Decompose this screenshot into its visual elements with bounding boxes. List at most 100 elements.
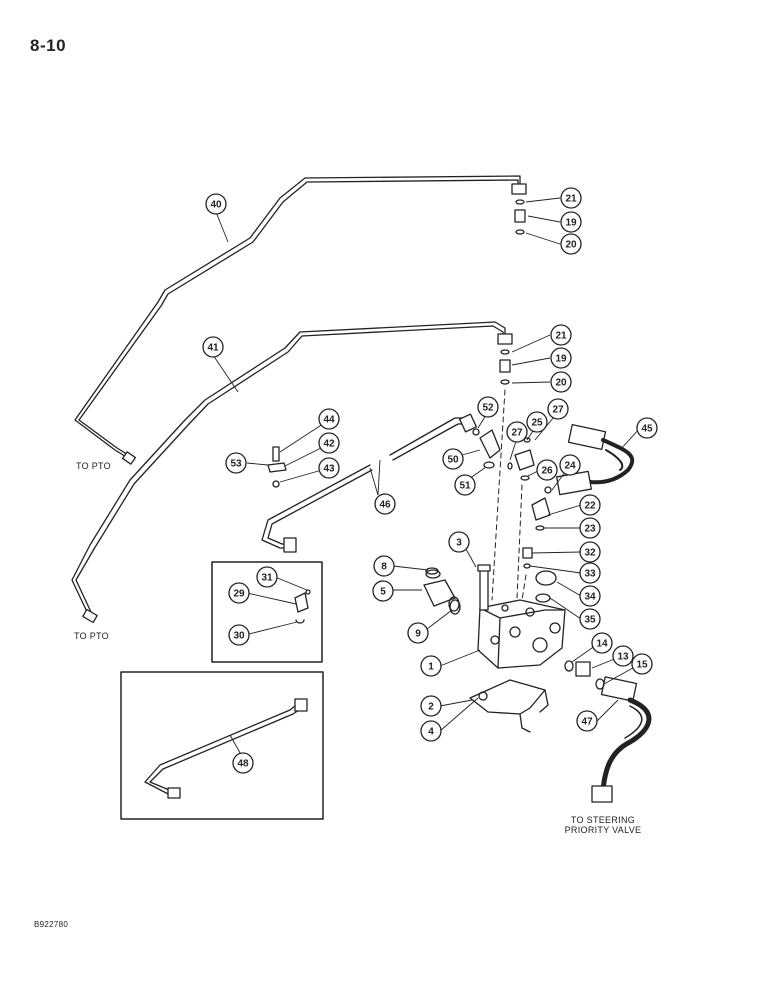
o-ring-8 [425,567,439,575]
fitting-50 [472,428,501,469]
callout-label: 22 [584,501,596,512]
callout-label: 51 [459,481,471,492]
callout-label: 21 [555,331,567,342]
o-ring-9 [448,596,460,612]
tube-46 [261,413,478,553]
callout-8: 8 [373,555,395,577]
label-to-pto-upper: TO PTO [76,461,111,471]
callout-1: 1 [420,655,442,677]
callout-label: 47 [581,717,593,728]
label-to-steering: TO STEERING PRIORITY VALVE [558,815,648,835]
callout-label: 29 [233,589,245,600]
elbow-fitting-5 [423,569,461,615]
label-to-steering-line1: TO STEERING [570,815,636,825]
callout-label: 24 [564,461,576,472]
inset-box-48 [120,671,324,820]
callout-41: 41 [202,336,224,358]
callout-34: 34 [579,585,601,607]
callout-label: 9 [415,629,421,640]
callout-32: 32 [579,541,601,563]
callout-20: 20 [560,233,582,255]
callout-label: 53 [230,459,242,470]
callout-21: 21 [560,187,582,209]
callout-label: 23 [584,524,596,535]
nut-4 [478,691,488,701]
callout-19: 19 [560,211,582,233]
callout-label: 19 [565,218,577,229]
callout-50: 50 [442,448,464,470]
inset-fitting-29 [294,589,311,624]
callout-19: 19 [550,347,572,369]
callout-21: 21 [550,324,572,346]
document-code: B922780 [34,920,69,929]
callout-14: 14 [591,632,613,654]
tube-41 [71,321,513,624]
callout-label: 50 [447,455,459,466]
callout-label: 35 [584,615,596,626]
fitting-25 [507,437,535,481]
callout-4: 4 [420,720,442,742]
callout-label: 48 [237,759,249,770]
fitting-32 [522,547,533,569]
callout-31: 31 [256,566,278,588]
callout-23: 23 [579,517,601,539]
plug-34 [535,570,557,603]
callout-label: 34 [584,592,596,603]
callout-45: 45 [636,417,658,439]
callout-27: 27 [506,421,528,443]
callout-label: 31 [261,573,273,584]
callout-label: 33 [584,569,596,580]
callout-label: 27 [552,405,564,416]
callout-44: 44 [318,408,340,430]
callout-40: 40 [205,193,227,215]
callout-2: 2 [420,695,442,717]
callout-label: 20 [565,240,577,251]
callout-label: 43 [323,464,335,475]
callout-label: 30 [233,631,245,642]
callout-label: 19 [555,354,567,365]
tube-40 [74,175,527,465]
callout-5: 5 [372,580,394,602]
callout-label: 52 [482,403,494,414]
valve-body [477,599,566,669]
page-number: 8-10 [30,36,67,55]
callout-20: 20 [550,371,572,393]
callout-52: 52 [477,396,499,418]
callout-label: 26 [541,466,553,477]
callout-46: 46 [374,493,396,515]
callout-label: 13 [617,652,629,663]
callout-9: 9 [407,622,429,644]
callout-label: 41 [207,343,219,354]
callout-15: 15 [631,653,653,675]
callout-label: 3 [456,538,462,549]
callout-35: 35 [579,608,601,630]
callout-13: 13 [612,645,634,667]
hose-47 [591,676,652,803]
fittings-middle [499,349,511,385]
callout-label: 46 [379,500,391,511]
callout-label: 27 [511,428,523,439]
tube-48 [144,698,308,799]
callout-29: 29 [228,582,250,604]
callout-label: 40 [210,200,222,211]
callout-3: 3 [448,531,470,553]
callout-label: 20 [555,378,567,389]
callout-label: 8 [381,562,387,573]
callout-label: 15 [636,660,648,671]
callout-53: 53 [225,452,247,474]
label-to-steering-line2: PRIORITY VALVE [564,825,642,835]
callout-24: 24 [559,454,581,476]
callout-label: 25 [531,418,543,429]
callout-label: 44 [323,415,335,426]
callout-42: 42 [318,432,340,454]
callout-47: 47 [576,710,598,732]
callout-label: 32 [584,548,596,559]
callout-label: 45 [641,424,653,435]
callout-43: 43 [318,457,340,479]
callout-22: 22 [579,494,601,516]
fitting-22 [531,486,552,531]
mounting-bracket [469,679,549,733]
callout-label: 1 [428,662,434,673]
